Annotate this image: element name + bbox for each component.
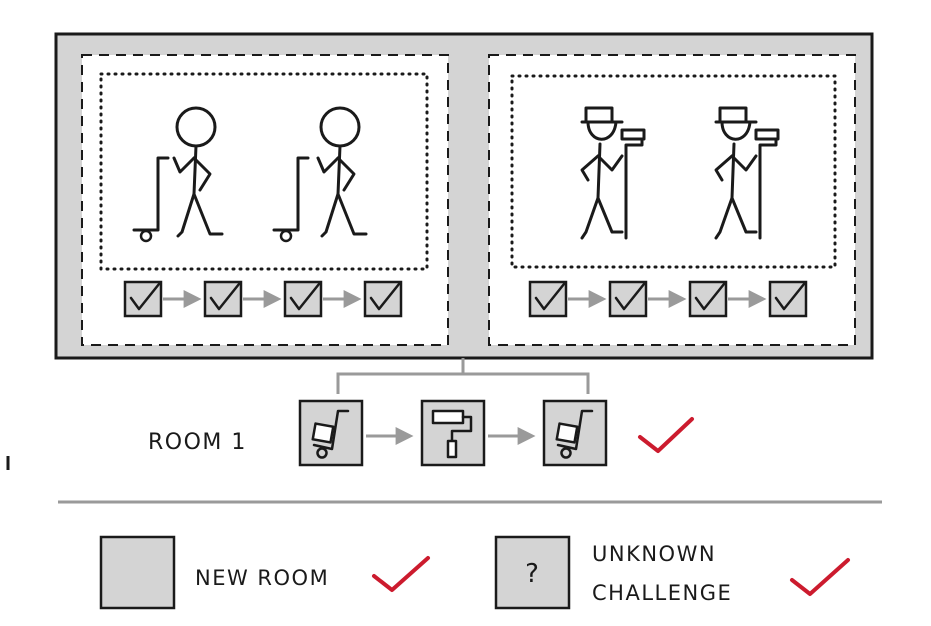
check-mark-icon bbox=[372, 556, 430, 592]
legend-label: NEW ROOM bbox=[195, 566, 329, 590]
left-work-area bbox=[99, 72, 429, 271]
check-mark-icon bbox=[638, 417, 694, 453]
room-step-hand-truck bbox=[298, 399, 364, 467]
task-checkbox bbox=[688, 280, 728, 318]
legend-item-unknown-challenge: ? UNKNOWN CHALLENGE bbox=[494, 535, 850, 610]
task-checkbox bbox=[608, 280, 648, 318]
room-label: ROOM 1 bbox=[148, 430, 247, 455]
task-checkbox bbox=[123, 280, 163, 318]
left-task-row bbox=[123, 280, 403, 318]
right-work-area bbox=[510, 74, 837, 269]
task-checkbox bbox=[283, 280, 323, 318]
legend-label-line1: UNKNOWN bbox=[592, 542, 716, 566]
hand-truck-icon bbox=[311, 409, 350, 459]
legend-swatch-plain bbox=[99, 535, 176, 610]
task-checkbox bbox=[528, 280, 568, 318]
check-mark-icon bbox=[790, 558, 850, 596]
hand-truck-icon bbox=[555, 409, 594, 459]
painter-figure bbox=[580, 106, 646, 240]
legend-item-new-room: NEW ROOM bbox=[99, 535, 430, 610]
paint-roller-icon bbox=[431, 409, 473, 459]
legend: NEW ROOM ? UNKNOWN CHALLENGE bbox=[99, 535, 850, 610]
mover-figure bbox=[272, 106, 368, 243]
task-checkbox bbox=[203, 280, 243, 318]
question-mark: ? bbox=[525, 559, 539, 589]
painter-figure bbox=[714, 106, 780, 240]
right-task-row bbox=[528, 280, 808, 318]
connector-bracket bbox=[336, 358, 590, 394]
task-checkbox bbox=[768, 280, 808, 318]
task-checkbox bbox=[363, 280, 403, 318]
mover-figure bbox=[132, 106, 224, 243]
legend-swatch-question bbox=[494, 535, 571, 610]
room-step-paint-roller bbox=[420, 399, 486, 467]
room-step-hand-truck bbox=[542, 399, 608, 467]
legend-label-line2: CHALLENGE bbox=[592, 581, 732, 605]
